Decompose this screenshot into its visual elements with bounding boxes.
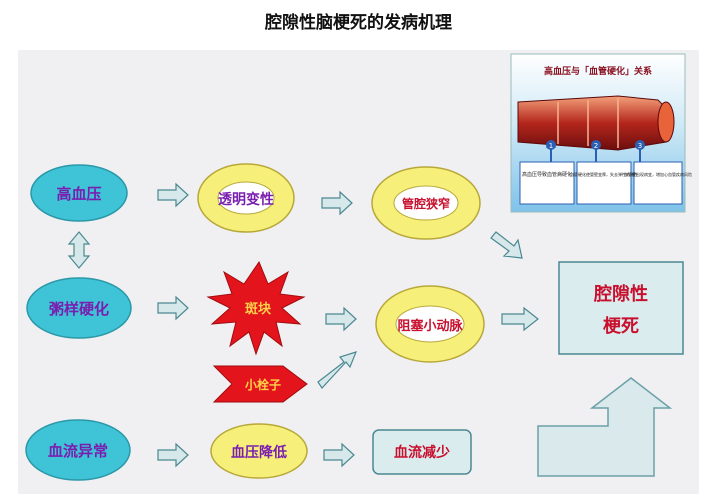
svg-text:小栓子: 小栓子 — [245, 377, 281, 392]
svg-text:高血压与「血管硬化」关系: 高血压与「血管硬化」关系 — [544, 65, 652, 77]
svg-text:阻塞小动脉: 阻塞小动脉 — [397, 318, 463, 334]
svg-text:管腔狭窄: 管腔狭窄 — [402, 196, 450, 211]
inset-vessel-illustration: 高血压与「血管硬化」关系 1 2 3 高血压导致血管病硬化 血管硬化使管壁变厚， — [510, 53, 692, 213]
inset-marker-2: 2 — [591, 140, 601, 162]
arrow-plaque-to-occlude — [325, 306, 357, 332]
svg-text:血压降低: 血压降低 — [231, 444, 287, 461]
node-flow-reduce: 血流减少 — [372, 429, 472, 475]
arrow-bpdrop-to-flowreduce — [323, 442, 355, 468]
svg-text:高血压: 高血压 — [56, 185, 101, 203]
node-hypertension: 高血压 — [30, 164, 128, 222]
svg-text:1: 1 — [549, 142, 553, 150]
arrow-hypertension-to-hyaline — [157, 182, 189, 208]
arrow-occlude-to-result — [501, 306, 539, 332]
svg-text:腔隙性: 腔隙性 — [593, 283, 648, 305]
inset-marker-3: 3 — [635, 140, 645, 162]
svg-text:3: 3 — [638, 142, 642, 150]
node-small-embolus: 小栓子 — [212, 365, 308, 403]
node-blood-flow-abnormal: 血流异常 — [25, 419, 131, 481]
svg-text:血流异常: 血流异常 — [48, 442, 108, 460]
arrow-hyaline-to-lumen — [321, 190, 353, 216]
arrow-flow-to-bpdrop — [157, 442, 189, 468]
arrow-lumen-to-result — [490, 231, 523, 259]
svg-text:梗死: 梗死 — [603, 315, 639, 337]
svg-text:2: 2 — [594, 142, 598, 150]
node-lacunar-infarction: 腔隙性 梗死 — [558, 261, 684, 355]
bidirectional-arrow-icon — [67, 231, 91, 269]
node-occlude-arteriole-ring: 阻塞小动脉 — [375, 285, 485, 363]
pathogenesis-diagram: 高血压 粥样硬化 血流异常 透明变性 斑块 小栓子 血压降低 管腔狭窄 阻塞 — [25, 53, 692, 481]
node-plaque-starburst: 斑块 — [206, 260, 306, 356]
svg-text:透明变性: 透明变性 — [218, 191, 274, 208]
node-lumen-narrow-ring: 管腔狭窄 — [371, 166, 481, 240]
svg-text:血管壁出现病变，增加心血管疾病风险: 血管壁出现病变，增加心血管疾病风险 — [624, 171, 692, 177]
svg-text:血管硬化使管壁变厚，失去弹性的弹性: 血管硬化使管壁变厚，失去弹性的弹性 — [570, 171, 638, 177]
svg-text:高血压导致血管病硬化: 高血压导致血管病硬化 — [522, 171, 572, 178]
node-bp-drop: 血压降低 — [210, 423, 308, 479]
arrow-atherosclerosis-to-plaque — [157, 295, 189, 321]
node-hyaline-ring: 透明变性 — [197, 163, 295, 233]
diagram-canvas: 高血压 粥样硬化 血流异常 透明变性 斑块 小栓子 血压降低 管腔狭窄 阻塞 — [18, 50, 699, 494]
svg-text:血流减少: 血流减少 — [394, 444, 450, 461]
inset-marker-1: 1 — [546, 140, 556, 162]
node-atherosclerosis: 粥样硬化 — [26, 277, 132, 339]
diagram-title: 腔隙性脑梗死的发病机理 — [265, 13, 452, 33]
bent-up-arrow-icon — [537, 377, 673, 477]
svg-text:斑块: 斑块 — [245, 301, 272, 317]
arrow-embolus-to-occlude — [317, 351, 358, 389]
svg-text:粥样硬化: 粥样硬化 — [49, 300, 109, 318]
